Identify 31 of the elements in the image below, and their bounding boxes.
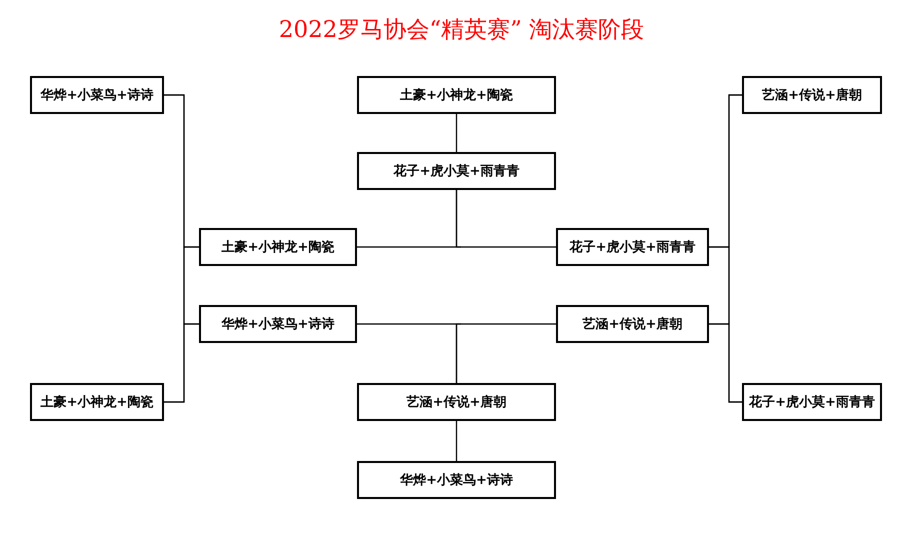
team-box xyxy=(556,228,709,266)
bracket-line xyxy=(164,323,199,403)
bracket-line xyxy=(456,421,458,461)
team-name: 艺涵+传说+唐朝 xyxy=(406,394,506,411)
team-box xyxy=(199,305,357,343)
team-name: 花子+虎小莫+雨青青 xyxy=(394,163,520,180)
bracket-line xyxy=(709,323,742,403)
team-name: 艺涵+传说+唐朝 xyxy=(762,86,862,104)
team-name: 华烨+小菜鸟+诗诗 xyxy=(40,87,154,104)
team-box xyxy=(742,76,882,114)
team-name: 花子+虎小莫+雨青青 xyxy=(570,239,696,256)
team-name: 华烨+小菜鸟+诗诗 xyxy=(222,316,334,333)
team-box xyxy=(357,152,556,190)
bracket-line xyxy=(456,114,458,152)
team-box xyxy=(30,383,164,421)
team-box xyxy=(357,76,556,114)
team-box xyxy=(742,383,882,421)
team-name: 土豪+小神龙+陶瓷 xyxy=(222,239,334,256)
title: 2022罗马协会“精英赛” 淘汰赛阶段 xyxy=(278,16,646,45)
team-name: 艺涵+传说+唐朝 xyxy=(582,316,682,333)
team-box xyxy=(30,76,164,114)
team-box xyxy=(556,305,709,343)
team-name: 土豪+小神龙+陶瓷 xyxy=(40,394,154,411)
team-name: 华烨+小菜鸟+诗诗 xyxy=(400,472,513,489)
team-name: 土豪+小神龙+陶瓷 xyxy=(400,87,513,104)
team-name: 花子+虎小莫+雨青青 xyxy=(749,394,875,411)
bracket-line xyxy=(456,323,556,383)
team-box xyxy=(357,461,556,499)
team-box xyxy=(199,228,357,266)
bracket-line xyxy=(456,190,556,248)
team-box xyxy=(357,383,556,421)
